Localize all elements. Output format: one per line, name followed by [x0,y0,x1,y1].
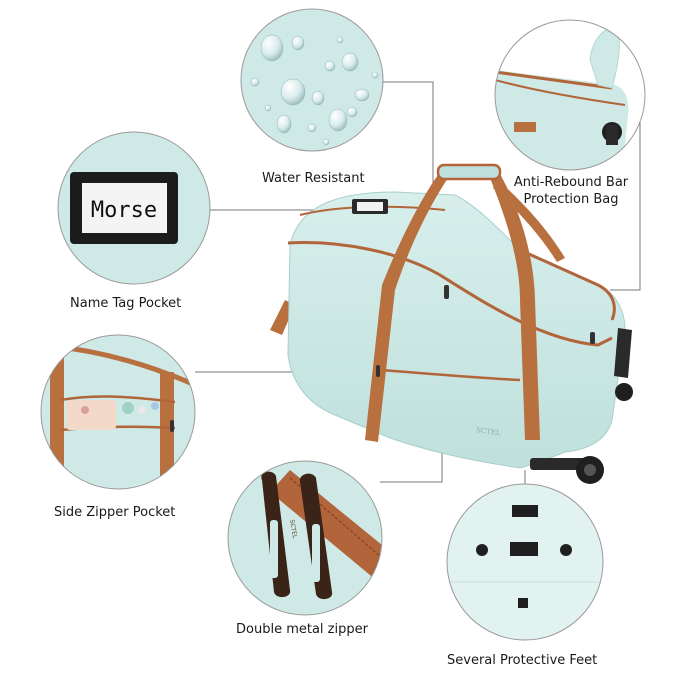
foot-bottom [518,598,528,608]
connector-antirebound [610,118,641,291]
foot-center [510,542,538,556]
caption-anti-rebound: Anti-Rebound Bar Protection Bag [513,175,629,207]
bag-strap-right [490,174,540,440]
caption-name-tag-pocket: Name Tag Pocket [70,296,182,311]
main-bag-illustration: SCTEL [270,163,633,484]
pocket-contents [66,400,159,430]
zipper-puller-left [261,471,291,598]
side-zipper-circle [40,334,196,490]
water-resistant-circle [240,8,384,152]
connector-water [383,81,434,228]
caption-side-zipper-pocket: Side Zipper Pocket [54,505,176,520]
name-tag-circle: Morse [57,131,211,285]
bag-strap-left [365,172,448,442]
anti-rebound-circle [494,19,646,171]
caption-double-metal-zipper: Double metal zipper [236,622,368,637]
zipper-puller-right [299,473,333,600]
bag-wheel-front [615,383,633,401]
trolley-handle [614,328,632,378]
bag-top-handle [436,163,502,181]
protective-feet-circle [446,483,604,641]
bag-brand-text: SCTEL [476,426,502,437]
name-tag-text: Morse [91,198,157,223]
foot-left [476,544,488,556]
foot-top [512,505,538,517]
foot-right [560,544,572,556]
caption-water-resistant: Water Resistant [262,171,365,186]
zipper-puller-text: SCTEL [288,519,298,539]
water-droplets [250,34,379,146]
bag-body [287,191,626,469]
caption-protective-feet: Several Protective Feet [447,653,598,668]
double-zipper-circle: SCTEL [227,460,383,616]
